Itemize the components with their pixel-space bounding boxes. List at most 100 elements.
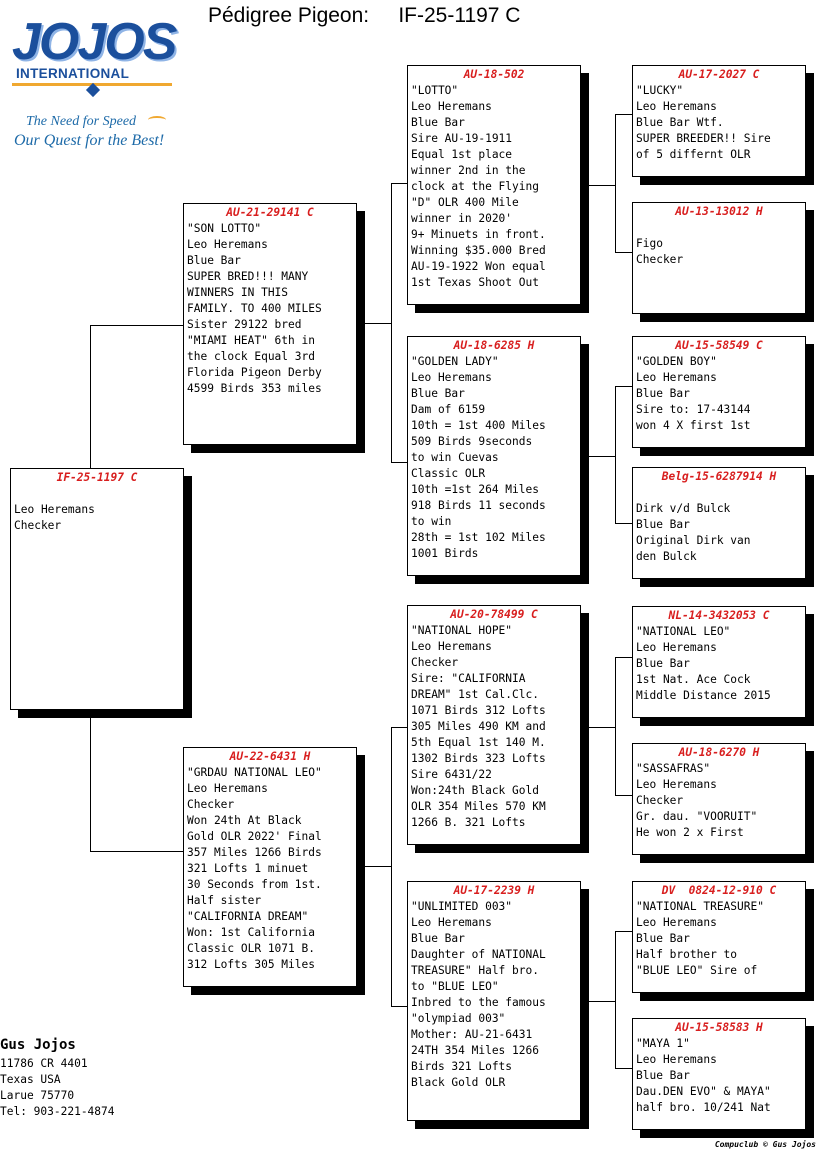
pigeon-info-line: Half sister <box>187 894 262 907</box>
ring-number: AU-20-78499 C <box>450 608 538 621</box>
ring-number: NL-14-3432053 C <box>668 609 770 622</box>
pigeon-info-line: won 4 X first 1st <box>636 419 751 432</box>
pigeon-info-line: 10th =1st 264 Miles <box>411 483 539 496</box>
pigeon-info-line: Checker <box>636 794 684 807</box>
pigeon-info-line <box>14 486 180 502</box>
pigeon-info-line: Checker <box>411 656 459 669</box>
pigeon-info-line <box>636 485 802 501</box>
connector-line <box>615 114 616 253</box>
pigeon-info-line: 1001 Birds <box>411 547 479 560</box>
ring-number: AU-18-6285 H <box>453 339 535 352</box>
connector-line <box>90 851 183 852</box>
pigeon-info-line: Classic OLR <box>411 467 486 480</box>
connector-line <box>580 456 616 457</box>
pigeon-info-line: FAMILY. TO 400 MILES <box>187 302 322 315</box>
connector-line <box>90 325 183 326</box>
connector-line <box>615 386 616 524</box>
logo-slogan-line1: The Need for Speed <box>26 114 137 129</box>
pigeon-info-line: "NATIONAL LEO" <box>636 625 731 638</box>
pigeon-card-dam-dam-sire: DV 0824-12-910 C"NATIONAL TREASURE"Leo H… <box>632 881 806 993</box>
pigeon-info-line: 1st Nat. Ace Cock <box>636 673 751 686</box>
connector-line <box>615 931 616 1069</box>
pigeon-info-line: "GOLDEN BOY" <box>636 355 717 368</box>
pigeon-info-line: Inbred to the famous <box>411 996 546 1009</box>
pigeon-info-line: Sister 29122 bred <box>187 318 302 331</box>
pigeon-info-line: den Bulck <box>636 550 697 563</box>
pigeon-info-line: 1st Texas Shoot Out <box>411 276 539 289</box>
pigeon-info-line: AU-19-1922 Won equal <box>411 260 546 273</box>
pigeon-info-line: Blue Bar <box>411 932 465 945</box>
pigeon-info-line: 30 Seconds from 1st. <box>187 878 322 891</box>
ring-number: AU-13-13012 H <box>675 205 763 218</box>
pigeon-info-line <box>636 220 802 236</box>
pigeon-info-line: Leo Heremans <box>411 640 492 653</box>
pigeon-info-line: 312 Lofts 305 Miles <box>187 958 315 971</box>
pigeon-info-line: Gr. dau. "VOORUIT" <box>636 810 758 823</box>
pigeon-info-line: Leo Heremans <box>411 916 492 929</box>
connector-line <box>615 795 632 796</box>
pigeon-info-line: Sire 6431/22 <box>411 768 492 781</box>
pigeon-info-line: "CALIFORNIA DREAM" <box>187 910 309 923</box>
pigeon-info-line: Middle Distance 2015 <box>636 689 771 702</box>
pigeon-info-line: "LUCKY" <box>636 84 684 97</box>
pigeon-info-line: winner 2nd in the <box>411 164 526 177</box>
pigeon-info-line: "BLUE LEO" Sire of <box>636 964 758 977</box>
pigeon-info-line: Won 24th At Black <box>187 814 302 827</box>
pigeon-info-line: WINNERS IN THIS <box>187 286 289 299</box>
pigeon-info-line: of 5 differnt OLR <box>636 148 751 161</box>
pigeon-card-dam: AU-22-6431 H"GRDAU NATIONAL LEO"Leo Here… <box>183 747 357 987</box>
ring-number: AU-18-502 <box>463 68 525 81</box>
pigeon-info-line: DREAM" 1st Cal.Clc. <box>411 688 539 701</box>
connector-line <box>615 523 632 524</box>
connector-line <box>391 183 392 463</box>
connector-line <box>90 325 91 468</box>
pigeon-info-line: "NATIONAL HOPE" <box>411 624 513 637</box>
pigeon-info-line: Birds 321 Lofts <box>411 1060 513 1073</box>
pigeon-info-line: Blue Bar Wtf. <box>636 116 724 129</box>
ring-number: AU-17-2239 H <box>453 884 535 897</box>
pigeon-info-line: Leo Heremans <box>187 782 268 795</box>
pigeon-info-line: Blue Bar <box>411 387 465 400</box>
connector-line <box>356 866 392 867</box>
connector-line <box>391 1006 407 1007</box>
pigeon-info-line: "SASSAFRAS" <box>636 762 711 775</box>
pigeon-info-line: 357 Miles 1266 Birds <box>187 846 322 859</box>
pigeon-info-line: half bro. 10/241 Nat <box>636 1101 771 1114</box>
pigeon-info-line: Leo Heremans <box>636 1053 717 1066</box>
pigeon-info-line: Dau.DEN EVO" & MAYA" <box>636 1085 771 1098</box>
logo-subtitle: INTERNATIONAL <box>16 66 130 81</box>
pigeon-info-line: He won 2 x First <box>636 826 744 839</box>
pigeon-info-line: "D" OLR 400 Mile <box>411 196 519 209</box>
connector-line <box>615 386 632 387</box>
pigeon-info-line: to win Cuevas <box>411 451 499 464</box>
pigeon-info-line: 305 Miles 490 KM and <box>411 720 546 733</box>
pigeon-info-line: Won:24th Black Gold <box>411 784 539 797</box>
pigeon-info-line: Half brother to <box>636 948 738 961</box>
pigeon-info-line: Daughter of NATIONAL <box>411 948 546 961</box>
pigeon-info-line: Blue Bar <box>187 254 241 267</box>
connector-line <box>391 183 407 184</box>
pigeon-info-line: 9+ Minuets in front. <box>411 228 546 241</box>
pigeon-info-line: Leo Heremans <box>636 916 717 929</box>
pigeon-info-line: to win <box>411 515 452 528</box>
pigeon-info-line: Figo <box>636 237 663 250</box>
pigeon-info-line: Leo Heremans <box>636 641 717 654</box>
pigeon-info-line: "MAYA 1" <box>636 1037 690 1050</box>
pigeon-info-line: Sire to: 17-43144 <box>636 403 751 416</box>
page-title: Pédigree Pigeon: IF-25-1197 C <box>208 4 520 28</box>
connector-line <box>615 252 632 253</box>
pigeon-info-line: Original Dirk van <box>636 534 751 547</box>
logo-slogan-line2: Our Quest for the Best! <box>14 132 165 149</box>
pigeon-info-line: Leo Heremans <box>411 371 492 384</box>
pigeon-info-line: SUPER BRED!!! MANY <box>187 270 309 283</box>
breeder-name: Gus Jojos <box>0 1037 76 1053</box>
pigeon-info-line: 24TH 354 Miles 1266 <box>411 1044 539 1057</box>
jojos-logo: JOJOS INTERNATIONAL The Need for Speed O… <box>8 10 178 160</box>
pigeon-info-line: Gold OLR 2022' Final <box>187 830 322 843</box>
pigeon-info-line: OLR 354 Miles 570 KM <box>411 800 546 813</box>
pigeon-info-line: Checker <box>14 519 62 532</box>
pigeon-info-line: Checker <box>187 798 235 811</box>
